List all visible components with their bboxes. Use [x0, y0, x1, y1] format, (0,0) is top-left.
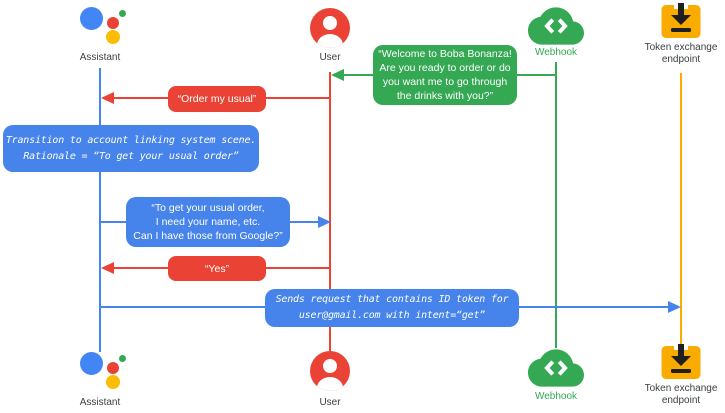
arrow-welcome-head [331, 69, 344, 81]
arrow-order-head [101, 92, 114, 104]
token-icon-bottom [661, 344, 701, 379]
assistant-red-dot [107, 17, 119, 29]
bubble-welcome: “Welcome to Boba Bonanza! Are you ready … [373, 45, 517, 105]
assistant-label-bottom: Assistant [79, 397, 121, 408]
bubble-ask: “To get your usual order, I need your na… [126, 197, 290, 247]
arrow-ask-head [318, 216, 331, 228]
note-transition: Transition to account linking system sce… [3, 125, 259, 172]
lifeline-assistant [99, 68, 101, 352]
user-label-top: User [319, 52, 341, 63]
token-icon-top [661, 3, 701, 38]
bubble-order: “Order my usual” [168, 86, 266, 112]
user-icon-top [310, 8, 350, 48]
lifeline-user [329, 72, 331, 352]
token-label-bottom: Token exchange endpoint [644, 383, 718, 406]
arrow-request-head [668, 301, 681, 313]
assistant-green-dot [119, 10, 126, 17]
assistant-green-dot [119, 355, 126, 362]
assistant-yellow-dot [106, 375, 120, 389]
assistant-blue-dot [80, 7, 103, 30]
bubble-yes: “Yes” [168, 256, 266, 281]
assistant-label-top: Assistant [79, 52, 121, 63]
user-head-shape [323, 16, 337, 30]
token-label-top: Token exchange endpoint [644, 42, 718, 65]
webhook-label-top: Webhook [534, 47, 578, 58]
user-label-bottom: User [319, 397, 341, 408]
arrow-yes-head [101, 262, 114, 274]
webhook-icon-bottom [528, 349, 584, 387]
assistant-blue-dot [80, 352, 103, 375]
user-body-shape [317, 34, 343, 48]
note-request: Sends request that contains ID token for… [265, 289, 519, 327]
assistant-red-dot [107, 362, 119, 374]
lifeline-webhook [555, 62, 557, 348]
user-body-shape [317, 377, 343, 391]
user-icon-bottom [310, 351, 350, 391]
user-head-shape [323, 359, 337, 373]
assistant-yellow-dot [106, 30, 120, 44]
webhook-icon-top [528, 7, 584, 45]
lifeline-token [680, 73, 682, 345]
assistant-icon-bottom [80, 351, 128, 391]
assistant-icon-top [80, 6, 128, 46]
webhook-label-bottom: Webhook [534, 391, 578, 402]
